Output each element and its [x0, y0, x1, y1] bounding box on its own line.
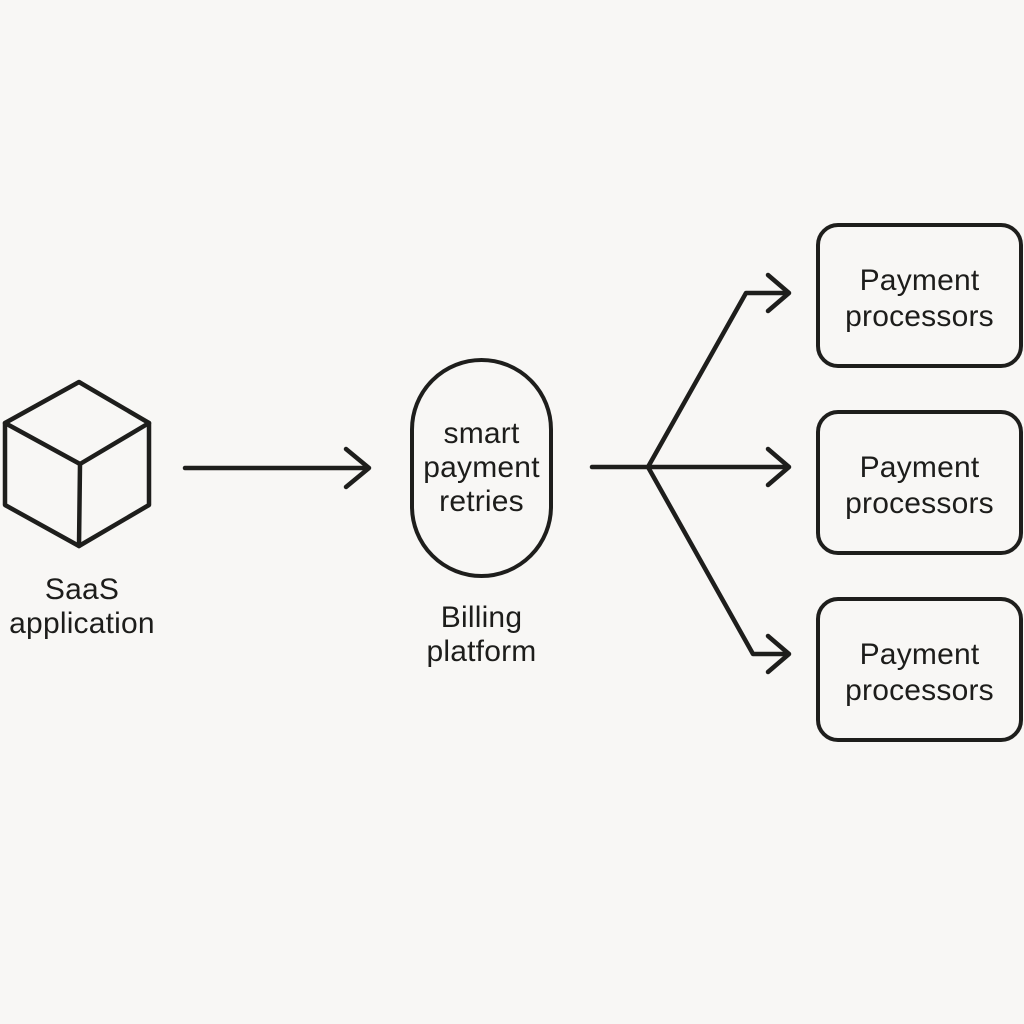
- billing-platform-node: smart payment retries: [410, 358, 553, 578]
- saas-application-label: SaaS application: [9, 573, 155, 640]
- payment-processors-box-3: Payment processors: [816, 597, 1023, 742]
- smart-payment-retries-label: smart payment retries: [423, 417, 540, 518]
- branch-arrow-top: [645, 272, 792, 470]
- branch-arrow-middle: [645, 446, 792, 488]
- payment-processors-label: Payment processors: [845, 263, 994, 333]
- payment-processors-label: Payment processors: [845, 450, 994, 520]
- payment-processors-box-2: Payment processors: [816, 410, 1023, 555]
- cube-icon: [2, 379, 152, 549]
- payment-processors-box-1: Payment processors: [816, 223, 1023, 368]
- source-to-hub-arrow: [182, 446, 372, 490]
- branch-arrow-bottom: [645, 464, 792, 675]
- billing-platform-label: Billing platform: [426, 601, 537, 668]
- payment-processors-label: Payment processors: [845, 637, 994, 707]
